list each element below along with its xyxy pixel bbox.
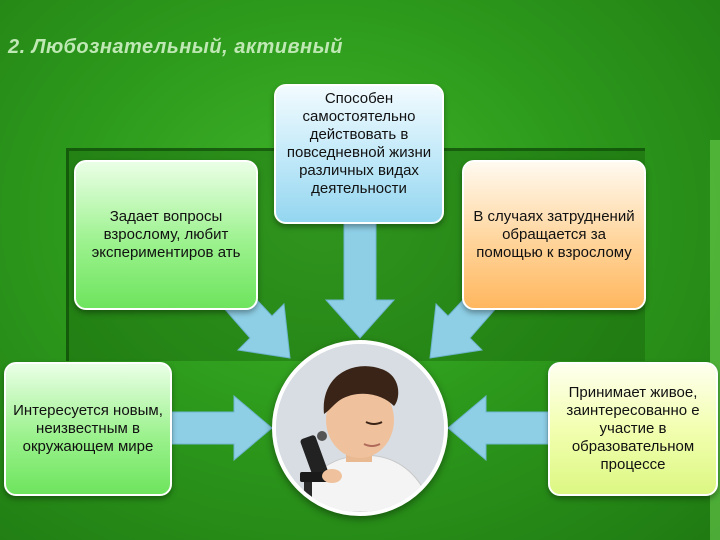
box-top-center-text: Способен самостоятельно действовать в по… (286, 90, 432, 197)
edge-strip (710, 140, 720, 540)
box-bottom-left-text: Интересуется новым, неизвестным в окружа… (13, 402, 163, 455)
box-bottom-right: Принимает живое, заинтересованно е участ… (548, 362, 718, 496)
box-top-left-text: Задает вопросы взрослому, любит эксперим… (91, 208, 241, 261)
arrow-down-center (324, 221, 396, 339)
box-top-left: Задает вопросы взрослому, любит эксперим… (74, 160, 258, 310)
box-top-center: Способен самостоятельно действовать в по… (274, 84, 444, 224)
slide-title: 2. Любознательный, активный (8, 36, 343, 58)
child-with-microscope-photo (272, 340, 448, 516)
arrow-left-right (447, 394, 549, 462)
box-bottom-right-text: Принимает живое, заинтересованно е участ… (566, 384, 700, 473)
box-bottom-left: Интересуется новым, неизвестным в окружа… (4, 362, 172, 496)
box-top-right-text: В случаях затруднений обращается за помо… (473, 208, 635, 261)
child-illustration (276, 344, 444, 512)
arrow-right-left (171, 394, 273, 462)
box-top-right: В случаях затруднений обращается за помо… (462, 160, 646, 310)
